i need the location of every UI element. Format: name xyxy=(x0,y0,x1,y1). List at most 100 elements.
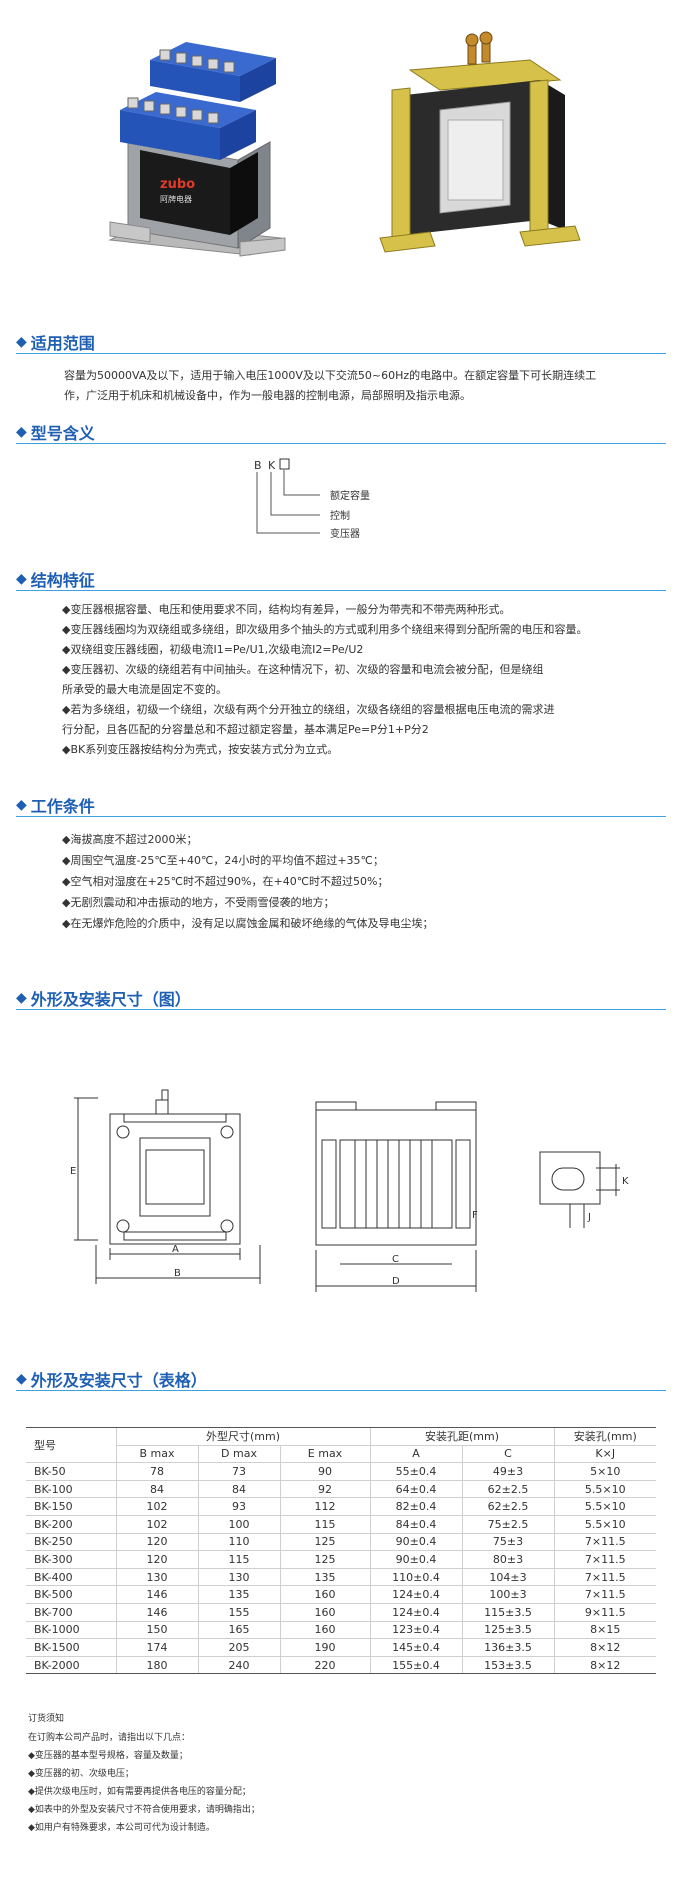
table-cell: 7×11.5 xyxy=(553,1568,656,1587)
table-cell: 180 xyxy=(115,1656,198,1675)
table-cell: 64±0.4 xyxy=(369,1480,462,1499)
ordering-title: 订货须知 xyxy=(28,1714,65,1724)
scope-text: 容量为50000VA及以下，适用于输入电压1000V及以下交流50~60Hz的电… xyxy=(64,369,597,402)
conditions-text: ◆海拔高度不超过2000米； ◆周围空气温度-25℃至+40℃，24小时的平均值… xyxy=(62,833,434,930)
label-f: F xyxy=(472,1210,478,1221)
table-cell: 240 xyxy=(197,1656,280,1675)
table-cell: 49±3 xyxy=(461,1462,554,1481)
front-view xyxy=(74,1089,261,1284)
col-kxj: K×J xyxy=(553,1445,656,1464)
label-d: D xyxy=(392,1276,400,1287)
drawing-divider xyxy=(16,1009,666,1010)
table-cell: 130 xyxy=(115,1568,198,1587)
table-cell: 62±2.5 xyxy=(461,1497,554,1516)
structure-text: ◆变压器根据容量、电压和使用要求不同，结构均有差异，一般分为带壳和不带壳两种形式… xyxy=(62,603,588,756)
table-cell: BK-100 xyxy=(26,1480,116,1499)
table-cell: 90±0.4 xyxy=(369,1550,462,1569)
diamond-icon: ◆ xyxy=(16,990,27,1006)
diamond-icon: ◆ xyxy=(16,797,27,813)
table-cell: 160 xyxy=(279,1621,370,1640)
table-cell: 150 xyxy=(115,1621,198,1640)
table-cell: 82±0.4 xyxy=(369,1497,462,1516)
table-cell: 174 xyxy=(115,1638,198,1657)
label-k: K xyxy=(622,1176,629,1187)
model-code-b: B xyxy=(254,459,262,472)
diamond-icon: ◆ xyxy=(16,334,27,350)
table-cell: 136±3.5 xyxy=(461,1638,554,1657)
table-cell: 146 xyxy=(115,1585,198,1604)
table-cell: 75±2.5 xyxy=(461,1515,554,1534)
col-hole-distance: 安装孔距(mm) xyxy=(369,1427,554,1446)
table-cell: BK-1000 xyxy=(26,1621,116,1640)
model-label-transformer: 变压器 xyxy=(330,527,360,540)
scope-title: ◆ 适用范围 xyxy=(16,334,95,353)
table-cell: BK-2000 xyxy=(26,1656,116,1675)
col-b-max: B max xyxy=(115,1445,198,1464)
table-cell: 120 xyxy=(115,1550,198,1569)
table-cell: 123±0.4 xyxy=(369,1621,462,1640)
model-code-k: K xyxy=(268,459,276,472)
table-cell: 84 xyxy=(115,1480,198,1499)
table-cell: 130 xyxy=(197,1568,280,1587)
label-j: J xyxy=(587,1212,591,1223)
table-cell: 90±0.4 xyxy=(369,1533,462,1552)
brand-logo: zubo xyxy=(160,177,195,192)
table-cell: 190 xyxy=(279,1638,370,1657)
dimension-drawing: E A B C D F K J xyxy=(70,1089,629,1292)
col-model: 型号 xyxy=(26,1426,116,1464)
table-cell: 125 xyxy=(279,1533,370,1552)
table-cell: 155 xyxy=(197,1603,280,1622)
table-cell: 124±0.4 xyxy=(369,1585,462,1604)
table-cell: 55±0.4 xyxy=(369,1462,462,1481)
structure-title: ◆ 结构特征 xyxy=(16,571,95,590)
label-c: C xyxy=(392,1254,399,1265)
model-code-box xyxy=(279,458,290,470)
table-cell: 153±3.5 xyxy=(461,1656,554,1675)
table-cell: 7×11.5 xyxy=(553,1533,656,1552)
table-cell: 135 xyxy=(279,1568,370,1587)
table-cell: 125 xyxy=(279,1550,370,1569)
ordering-intro: 在订购本公司产品时，请指出以下几点： xyxy=(28,1733,191,1743)
structure-divider xyxy=(16,590,666,591)
ordering-item: ◆如用户有特殊要求，本公司可代为设计制造。 xyxy=(28,1823,215,1833)
model-code-diagram: B K 额定容量 控制 变压器 xyxy=(254,458,370,540)
conditions-divider xyxy=(16,816,666,817)
table-cell: BK-1500 xyxy=(26,1638,116,1657)
table-cell: 100±3 xyxy=(461,1585,554,1604)
model-label-capacity: 额定容量 xyxy=(330,489,370,502)
table-cell: 78 xyxy=(115,1462,198,1481)
dimension-table: 型号 外型尺寸(mm) 安装孔距(mm) 安装孔(mm) B max D max… xyxy=(26,1426,656,1675)
table-cell: 165 xyxy=(197,1621,280,1640)
ordering-item: ◆提供次级电压时，如有需要再提供各电压的容量分配； xyxy=(28,1787,251,1797)
table-cell: 8×12 xyxy=(553,1656,656,1675)
table-cell: BK-250 xyxy=(26,1533,116,1552)
table-cell: BK-200 xyxy=(26,1515,116,1534)
table-cell: 75±3 xyxy=(461,1533,554,1552)
diamond-icon: ◆ xyxy=(16,1371,27,1387)
table-cell: 5×10 xyxy=(553,1462,656,1481)
diamond-icon: ◆ xyxy=(16,424,27,440)
table-cell: 92 xyxy=(279,1480,370,1499)
table-cell: 90 xyxy=(279,1462,370,1481)
table-cell: 8×15 xyxy=(553,1621,656,1640)
scope-divider xyxy=(16,353,666,354)
side-view xyxy=(315,1101,477,1292)
table-cell: 160 xyxy=(279,1603,370,1622)
table-cell: 110±0.4 xyxy=(369,1568,462,1587)
table-cell: 9×11.5 xyxy=(553,1603,656,1622)
table-cell: BK-500 xyxy=(26,1585,116,1604)
table-cell: 115±3.5 xyxy=(461,1603,554,1622)
model-label-control: 控制 xyxy=(330,509,350,522)
ordering-item: ◆变压器的基本型号规格，容量及数量； xyxy=(28,1751,188,1761)
table-cell: 102 xyxy=(115,1515,198,1534)
table-divider xyxy=(16,1390,666,1391)
mounting-hole-view xyxy=(539,1151,620,1228)
table-cell: 100 xyxy=(197,1515,280,1534)
